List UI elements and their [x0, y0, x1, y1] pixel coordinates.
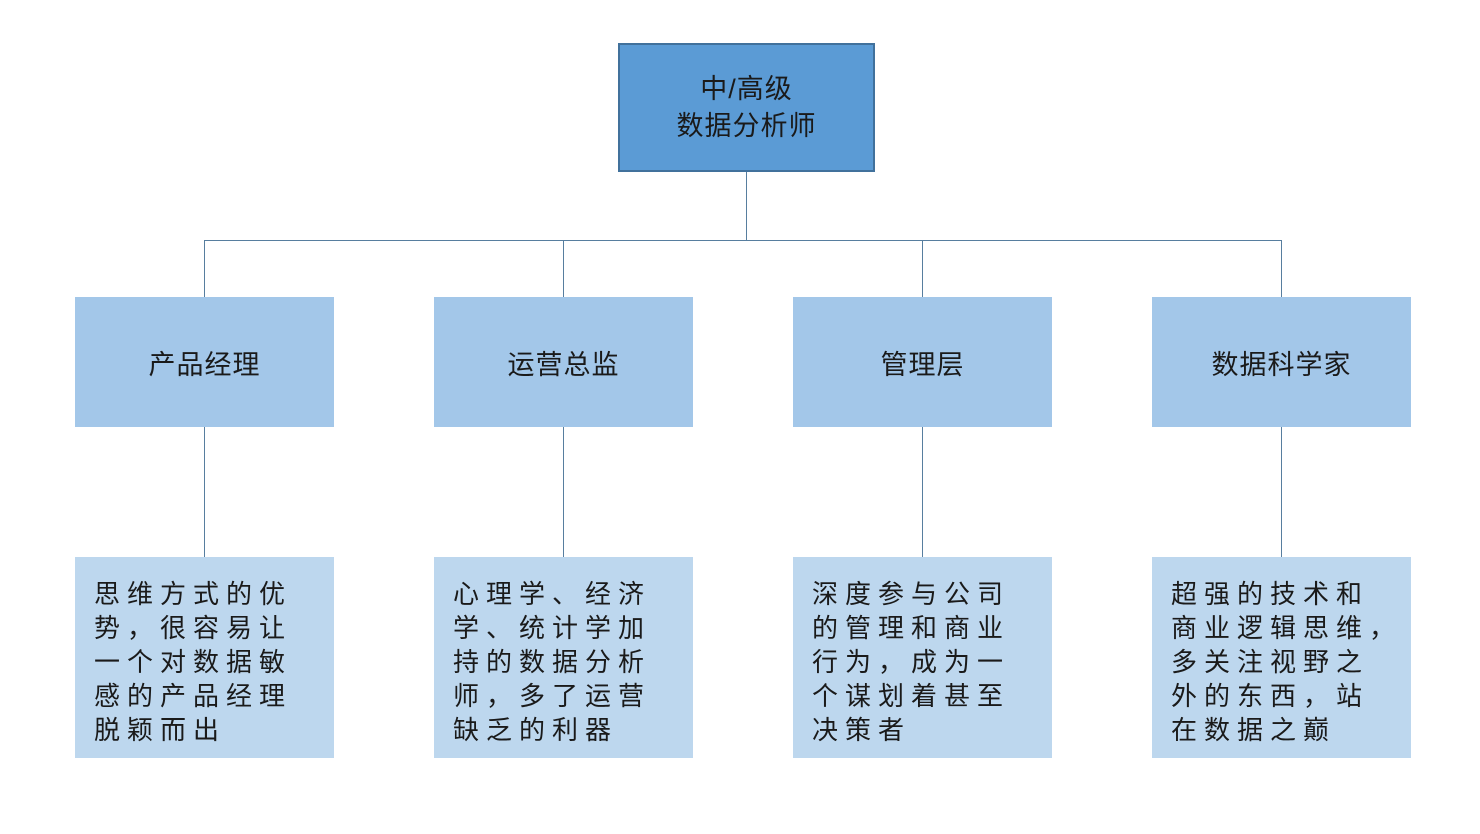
connector-title-desc-1	[204, 427, 205, 557]
connector-drop-4	[1281, 240, 1282, 298]
connector-drop-1	[204, 240, 205, 298]
title-node-operations-director: 运营总监	[434, 297, 693, 427]
description-node-management: 深度参与公司 的管理和商业 行为，成为一 个谋划着甚至 决策者	[793, 557, 1052, 758]
title-node-product-manager: 产品经理	[75, 297, 334, 427]
title-node-data-scientist: 数据科学家	[1152, 297, 1411, 427]
connector-title-desc-3	[922, 427, 923, 557]
connector-drop-3	[922, 240, 923, 298]
root-node-data-analyst: 中/高级 数据分析师	[618, 43, 875, 172]
description-node-operations-director: 心理学、经济 学、统计学加 持的数据分析 师，多了运营 缺乏的利器	[434, 557, 693, 758]
connector-title-desc-4	[1281, 427, 1282, 557]
description-node-data-scientist: 超强的技术和 商业逻辑思维， 多关注视野之 外的东西，站 在数据之巅	[1152, 557, 1411, 758]
connector-branch-bar	[204, 240, 1282, 241]
title-node-management: 管理层	[793, 297, 1052, 427]
connector-drop-2	[563, 240, 564, 298]
connector-root-stem	[746, 172, 747, 240]
connector-title-desc-2	[563, 427, 564, 557]
description-node-product-manager: 思维方式的优 势，很容易让 一个对数据敏 感的产品经理 脱颖而出	[75, 557, 334, 758]
